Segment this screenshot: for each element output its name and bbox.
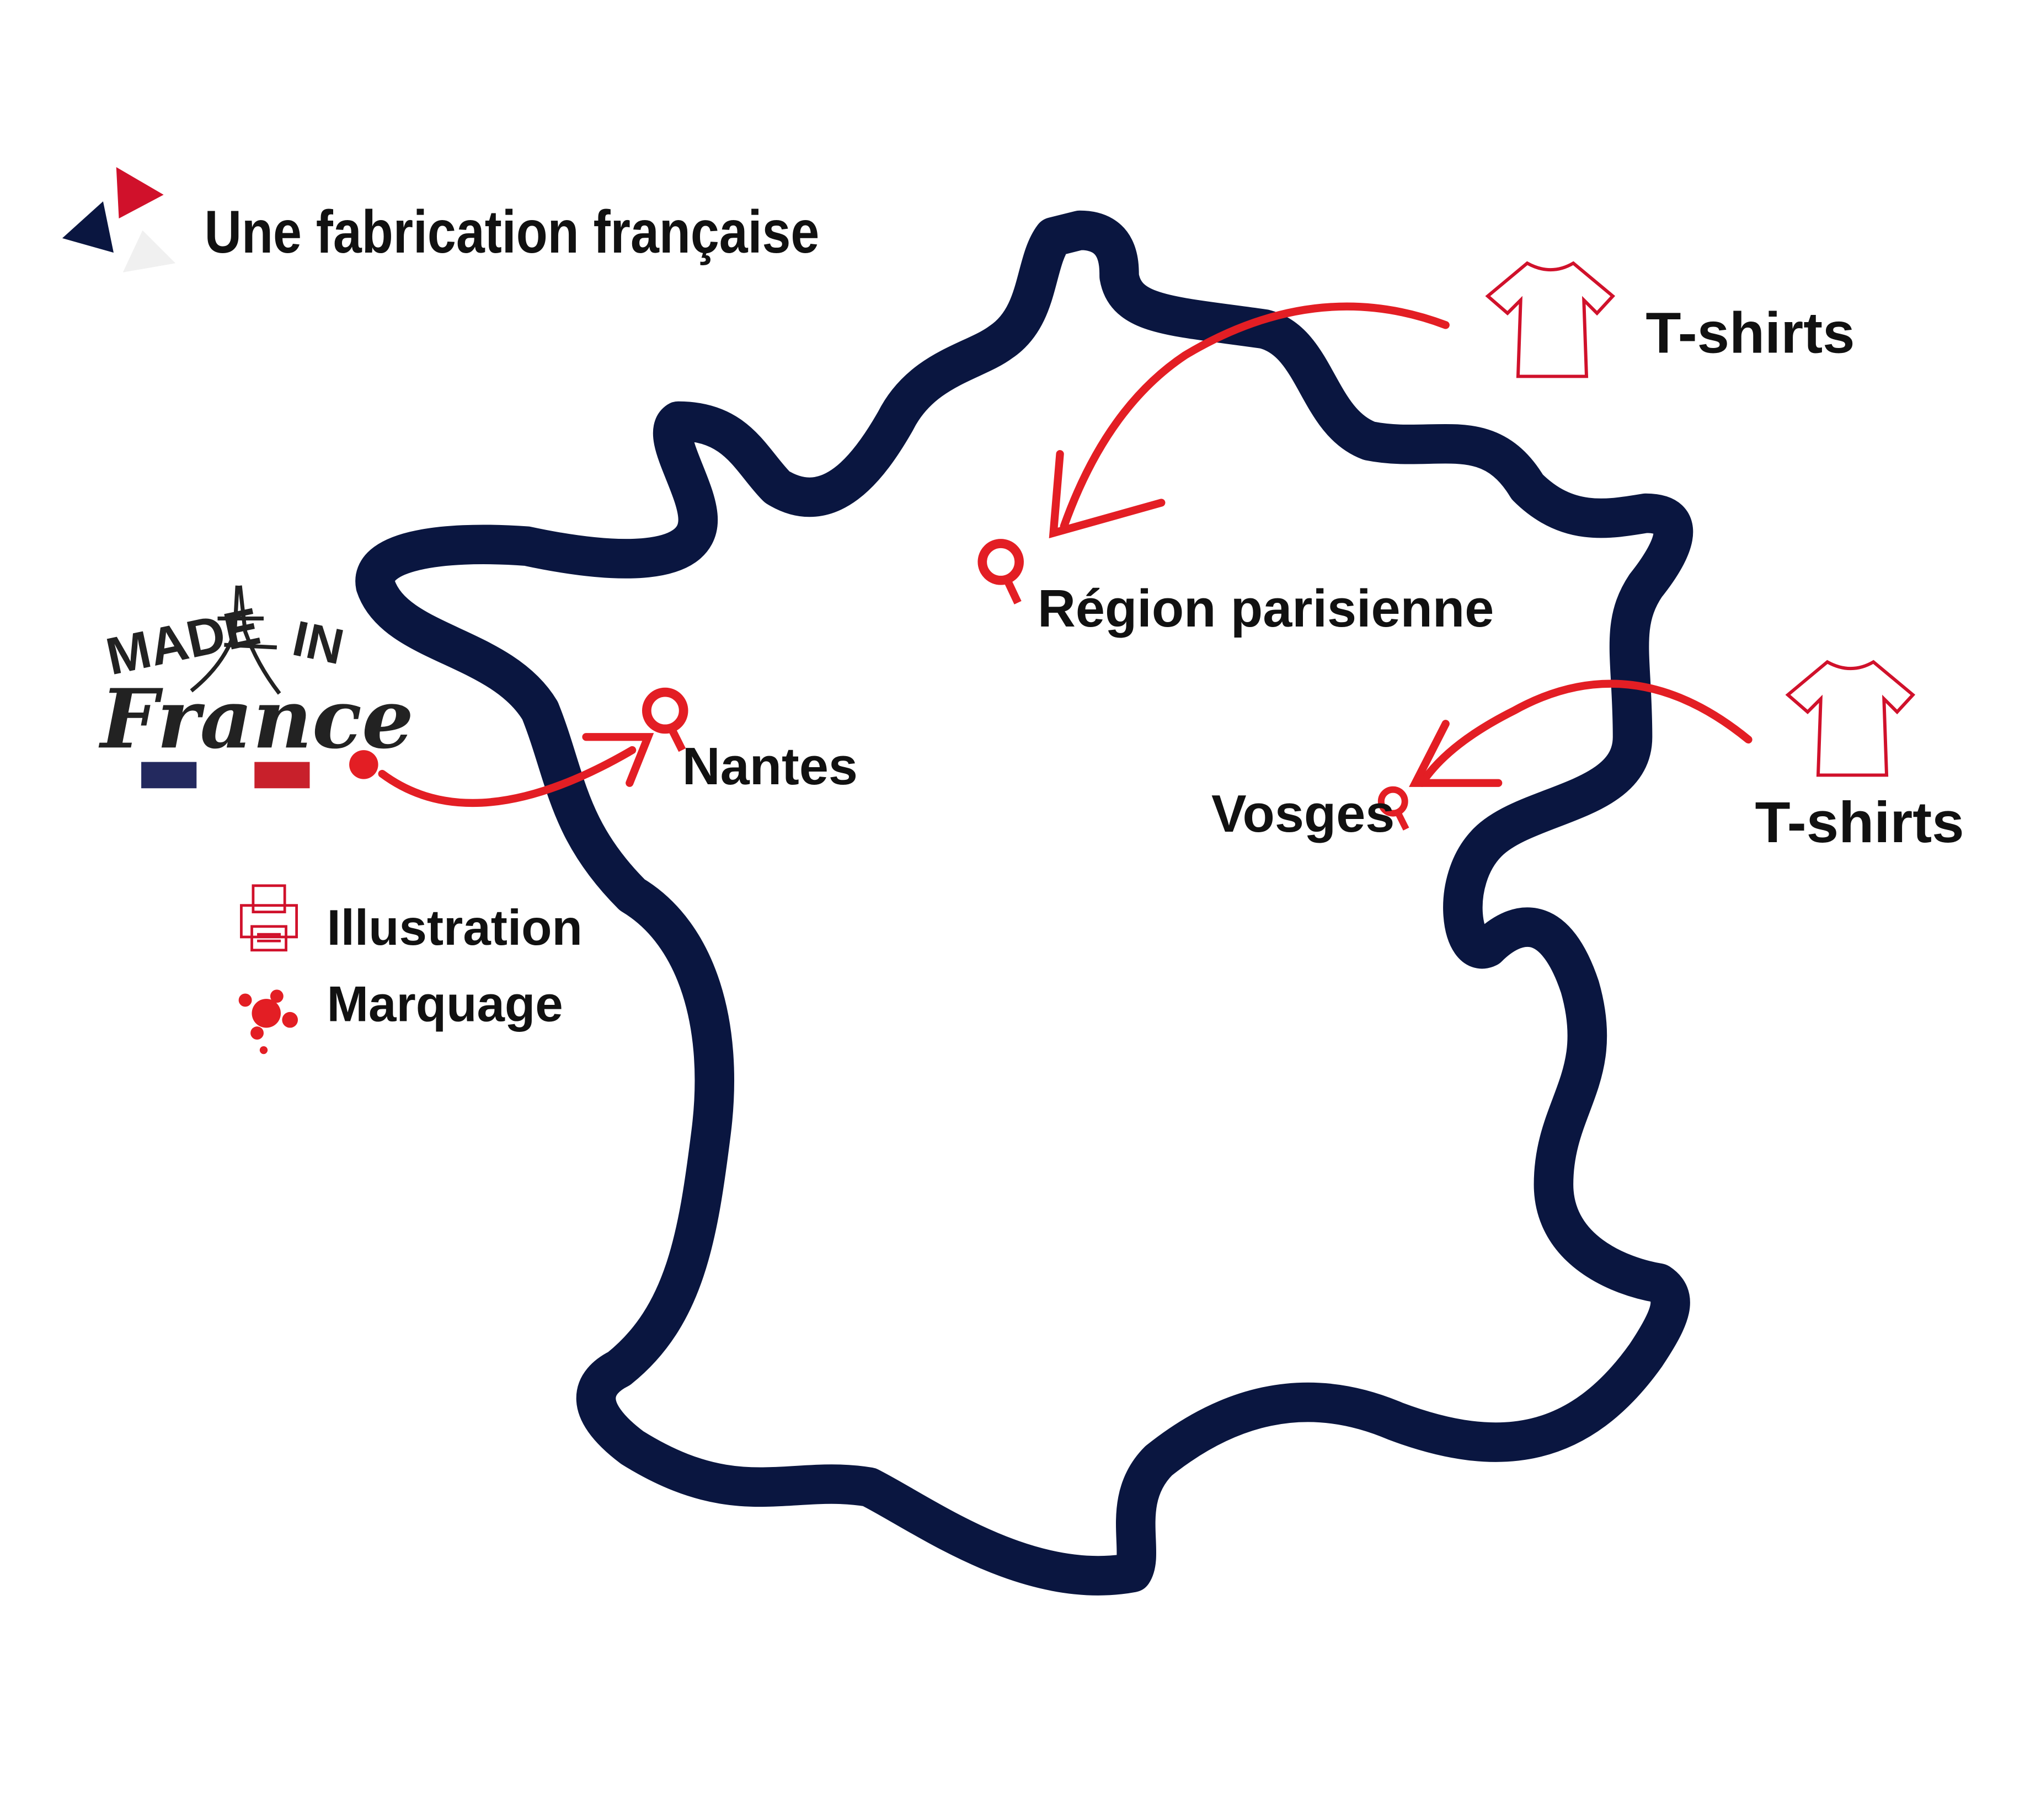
map-pin-icon xyxy=(642,687,688,752)
paint-splash-icon xyxy=(238,989,298,1054)
logo-in-text: IN xyxy=(288,611,349,676)
legend-marquage: Marquage xyxy=(327,977,563,1032)
arrow-to-paris-head xyxy=(1049,450,1166,539)
arrow-to-vosges-head xyxy=(1409,720,1503,787)
flag-red-bar xyxy=(254,762,310,789)
printer-icon xyxy=(240,884,298,952)
tshirt-icon xyxy=(1785,660,1916,777)
origin-dot xyxy=(349,750,378,779)
arrow-to-nantes-head xyxy=(582,733,654,787)
label-tshirts-top: T-shirts xyxy=(1645,301,1855,365)
label-nantes: Nantes xyxy=(682,737,858,796)
map-pin-icon xyxy=(1377,786,1409,831)
label-tshirts-right: T-shirts xyxy=(1755,790,1964,855)
tshirt-icon xyxy=(1485,261,1616,378)
flag-blue-bar xyxy=(141,762,197,789)
arrow-to-nantes xyxy=(378,746,637,807)
legend-illustration: Illustration xyxy=(327,900,583,956)
label-region-parisienne: Région parisienne xyxy=(1038,580,1494,638)
arrow-to-vosges xyxy=(1418,679,1753,787)
label-vosges: Vosges xyxy=(1211,785,1394,843)
page-title: Une fabrication française xyxy=(205,198,820,266)
eiffel-tower-icon xyxy=(190,585,281,695)
arrows xyxy=(378,302,1753,807)
map-pin-icon xyxy=(977,539,1024,604)
france-map-outline xyxy=(355,210,1693,1596)
brand-triangles-icon xyxy=(62,167,176,272)
arrow-to-paris xyxy=(1060,302,1450,531)
